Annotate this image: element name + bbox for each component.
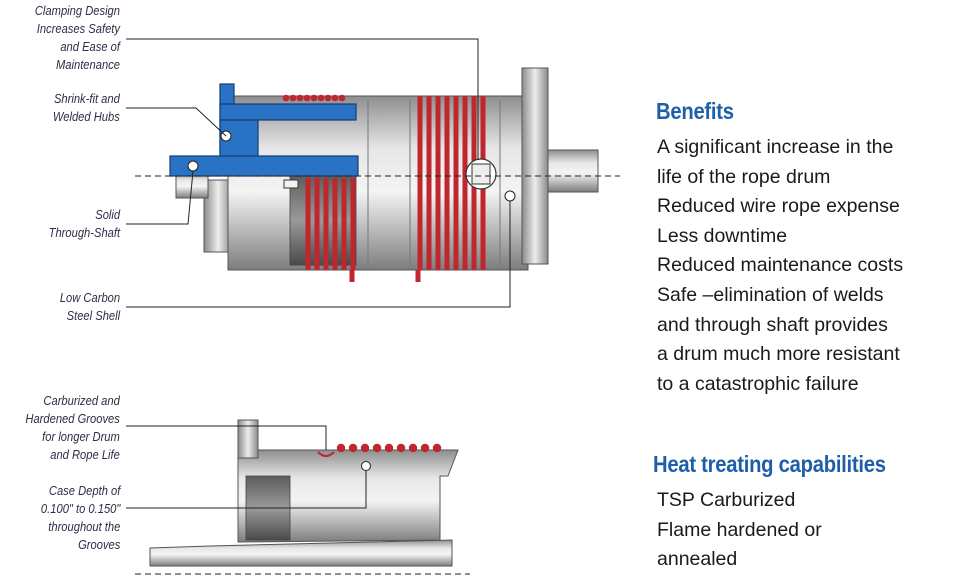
callout-shell: Low Carbon Steel Shell xyxy=(60,289,120,325)
callout-line: throughout the xyxy=(47,519,121,534)
callout-clamping-design: Clamping Design Increases Safety and Eas… xyxy=(35,2,120,74)
callout-case-depth: Case Depth of 0.100" to 0.150" throughou… xyxy=(41,482,120,554)
benefit-line: a drum much more resistant xyxy=(657,343,900,366)
callout-grooves: Carburized and Hardened Grooves for long… xyxy=(26,392,120,464)
callout-line: Case Depth of xyxy=(48,483,120,498)
benefit-line: life of the rope drum xyxy=(657,165,831,188)
callout-line: Solid xyxy=(95,207,120,222)
right-shaft xyxy=(547,149,599,193)
detail-base xyxy=(149,539,453,567)
detail-post xyxy=(237,419,259,459)
benefit-line: Reduced wire rope expense xyxy=(657,195,900,218)
lower-detail xyxy=(135,419,470,575)
benefit-line: Less downtime xyxy=(657,224,788,247)
callout-line: Shrink-fit and xyxy=(54,91,120,106)
upper-drum xyxy=(135,67,620,282)
benefit-line: and through shaft provides xyxy=(657,313,888,336)
drum-cross-section-diagram xyxy=(126,38,620,575)
benefits-list: A significant increase in the life of th… xyxy=(657,133,903,399)
callout-line: for longer Drum xyxy=(42,429,120,444)
rope-coils-left xyxy=(305,178,356,270)
right-flange xyxy=(521,67,549,265)
lower-leaders xyxy=(126,425,367,509)
detail-marker xyxy=(361,461,371,471)
shell-marker xyxy=(504,190,516,202)
left-flange xyxy=(203,179,233,253)
callout-through-shaft: Solid Through-Shaft xyxy=(49,206,120,242)
callout-line: Low Carbon xyxy=(59,290,120,305)
callout-line: and Rope Life xyxy=(50,447,120,462)
benefits-heading: Benefits xyxy=(656,98,734,124)
callout-line: Maintenance xyxy=(55,57,120,72)
callout-shrink-fit: Shrink-fit and Welded Hubs xyxy=(53,90,120,126)
shell-bands xyxy=(367,100,501,266)
clamp-block xyxy=(283,179,299,189)
callout-line: Welded Hubs xyxy=(53,109,120,124)
benefit-line: Reduced maintenance costs xyxy=(657,254,904,277)
benefit-line: A significant increase in the xyxy=(657,136,894,158)
heat-treating-list: TSP Carburized Flame hardened or anneale… xyxy=(657,486,822,575)
benefit-line: Safe –elimination of welds xyxy=(657,283,884,306)
callout-line: Clamping Design xyxy=(34,3,120,18)
shaft-marker xyxy=(187,160,199,172)
rope-beads-top xyxy=(282,94,346,102)
callout-line: Through-Shaft xyxy=(48,225,120,240)
heat-treating-line: TSP Carburized xyxy=(657,489,796,511)
benefit-line: to a catastrophic failure xyxy=(657,372,859,395)
callout-line: and Ease of xyxy=(60,39,120,54)
callout-line: Hardened Grooves xyxy=(25,411,120,426)
upper-leaders xyxy=(126,38,511,308)
callout-line: Carburized and xyxy=(43,393,120,408)
detail-rope-beads xyxy=(336,443,442,453)
callout-line: 0.100" to 0.150" xyxy=(40,501,120,516)
callout-line: Grooves xyxy=(77,537,120,552)
heat-treating-line: Flame hardened or xyxy=(657,518,822,541)
detail-groove-arc xyxy=(317,451,335,457)
callout-line: Increases Safety xyxy=(36,21,120,36)
heat-treating-line: annealed xyxy=(657,548,738,571)
clamp-plate xyxy=(471,163,491,185)
callout-line: Steel Shell xyxy=(66,308,120,323)
heat-treating-heading: Heat treating capabilities xyxy=(653,451,886,477)
